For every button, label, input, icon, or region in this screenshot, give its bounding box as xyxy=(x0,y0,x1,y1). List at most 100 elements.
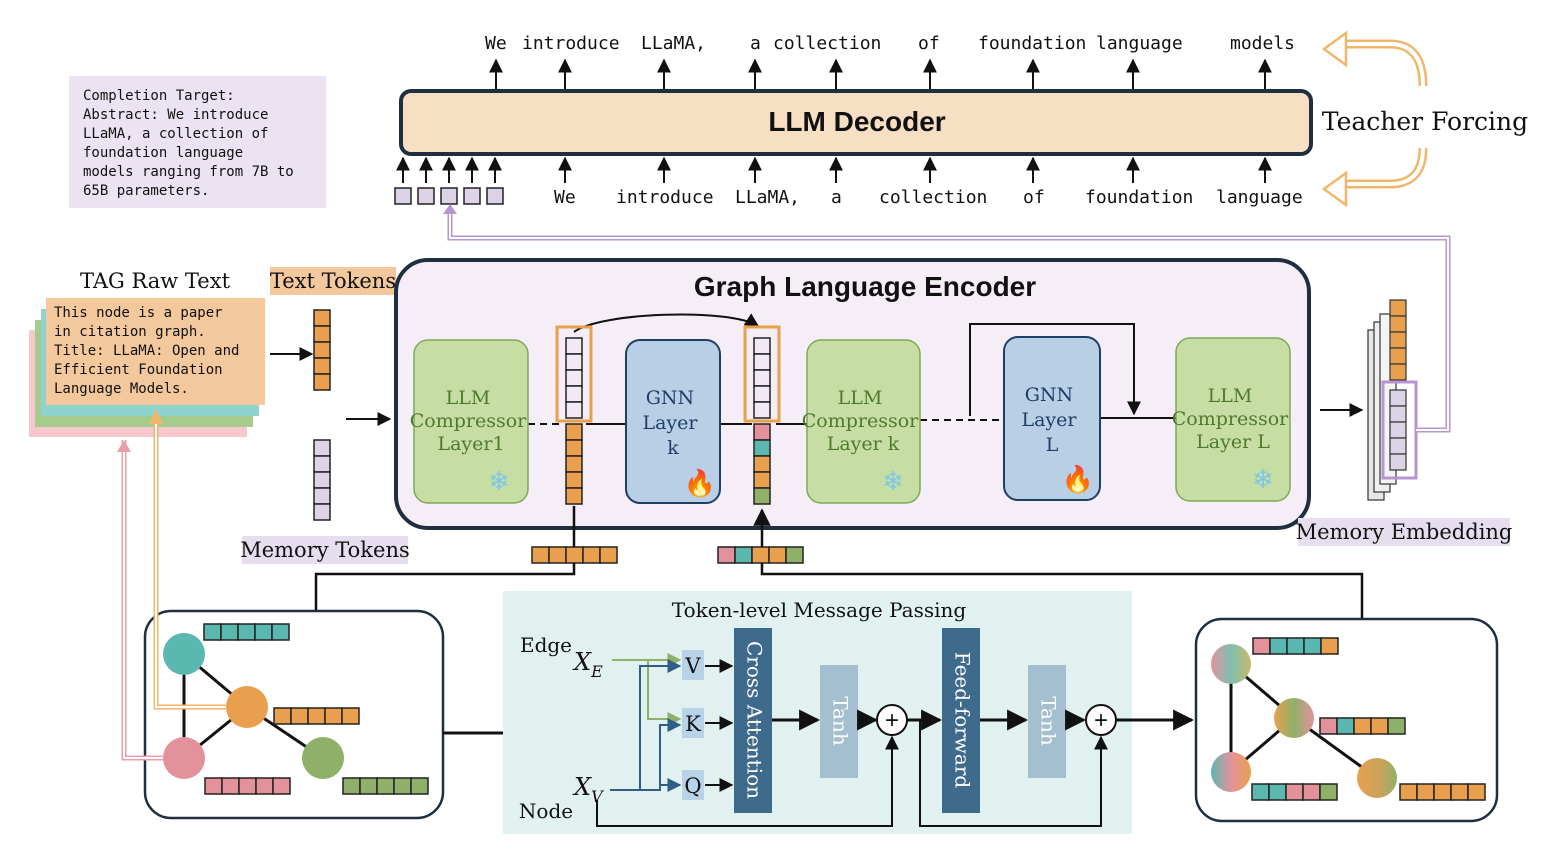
output-token: collection xyxy=(773,33,881,54)
output-token: We xyxy=(485,33,507,54)
memory-tokens-label-bg xyxy=(242,536,408,564)
output-token: introduce xyxy=(522,33,620,54)
plus-1: + xyxy=(885,707,899,734)
compressor-layer-1 xyxy=(413,339,529,504)
input-token: collection xyxy=(879,187,987,208)
xv-symbol: XV xyxy=(572,773,604,806)
cross-attention-block xyxy=(734,628,772,813)
completion-line: 65B parameters. xyxy=(83,183,209,199)
tag-line: Title: LLaMA: Open and xyxy=(54,343,239,359)
output-token: language xyxy=(1096,33,1183,54)
decoder-output-tokens: We introduce LLaMA, a collection of foun… xyxy=(485,33,1295,54)
feed-forward-block xyxy=(942,628,980,813)
output-token: of xyxy=(918,33,940,54)
decoder-input-tokens: We introduce LLaMA, a collection of foun… xyxy=(554,187,1303,208)
teacher-forcing: Teacher Forcing xyxy=(1322,30,1528,208)
encoder-input-bar-mixed xyxy=(717,546,804,564)
tag-document-stack: This node is a paper in citation graph. … xyxy=(29,298,265,437)
gnnk-tokens xyxy=(753,337,771,505)
memory-token-column xyxy=(313,439,331,521)
xe-symbol: XE xyxy=(572,648,603,681)
memory-embedding-label-bg xyxy=(1298,518,1510,546)
q-label: Q xyxy=(684,774,701,798)
node-label: Node xyxy=(519,799,573,823)
v-label: V xyxy=(684,654,701,678)
output-token: a xyxy=(750,33,761,54)
tanh-label-2: Tanh xyxy=(1037,696,1061,746)
decoder-memory-tokens xyxy=(394,187,504,205)
memory-embedding-label: Memory Embedding xyxy=(1296,520,1513,544)
graph-language-encoder: Graph Language Encoder LLM Compressor La… xyxy=(394,258,1311,530)
q-block xyxy=(682,770,704,800)
compressor-layer-l xyxy=(1175,337,1291,502)
compressor-layer-1-label: LLM Compressor Layer1 xyxy=(410,387,533,455)
input-token: We xyxy=(554,187,576,208)
tag-line: Efficient Foundation xyxy=(54,362,223,378)
memory-tokens-label: Memory Tokens xyxy=(240,538,410,562)
fire-icon: 🔥 xyxy=(1062,464,1094,494)
snowflake-icon: ❄ xyxy=(882,467,904,496)
message-passing-title: Token-level Message Passing xyxy=(672,598,967,622)
graph-node xyxy=(163,633,205,675)
layer1-highlight xyxy=(555,325,593,423)
k-label: K xyxy=(685,712,701,736)
edge-label: Edge xyxy=(520,633,572,657)
output-arrows xyxy=(489,58,1272,89)
llm-decoder: LLM Decoder xyxy=(399,89,1313,156)
decoder-title: LLM Decoder xyxy=(768,106,945,137)
graph-node xyxy=(302,737,344,779)
text-tokens-label: Text Tokens xyxy=(270,269,396,293)
output-graph xyxy=(1194,617,1499,823)
encoder-title: Graph Language Encoder xyxy=(694,271,1036,302)
input-token: introduce xyxy=(616,187,714,208)
gnnk-highlight xyxy=(743,325,781,423)
completion-line: LLaMA, a collection of xyxy=(83,126,268,142)
input-token: a xyxy=(831,187,842,208)
graph-node xyxy=(1274,698,1314,738)
compressor-layer-l-label: LLM Compressor Layer L xyxy=(1172,385,1295,453)
graph-node xyxy=(163,737,205,779)
gnn-layer-k xyxy=(625,339,721,504)
completion-line: Completion Target: xyxy=(83,88,235,104)
plus-2: + xyxy=(1094,707,1108,734)
k-block xyxy=(682,708,704,738)
tanh-label-1: Tanh xyxy=(829,696,853,746)
input-token: foundation xyxy=(1085,187,1193,208)
tag-line: Language Models. xyxy=(54,381,189,397)
completion-target-box: Completion Target: Abstract: We introduc… xyxy=(69,76,326,208)
tag-text: This node is a paper in citation graph. … xyxy=(54,305,248,397)
token-level-message-passing: Token-level Message Passing Edge Node XE… xyxy=(503,591,1132,834)
output-token: foundation xyxy=(978,33,1086,54)
compressor-layer-k-label: LLM Compressor Layer k xyxy=(802,387,925,455)
completion-line: models ranging from 7B to xyxy=(83,164,294,180)
graph-node xyxy=(226,686,268,728)
output-token: models xyxy=(1230,33,1295,54)
tag-line: This node is a paper xyxy=(54,305,223,321)
completion-target-bg xyxy=(69,76,326,208)
decoder-box xyxy=(399,89,1313,156)
cross-attention-label: Cross Attention xyxy=(743,641,767,799)
input-token: language xyxy=(1216,187,1303,208)
tanh-block-2 xyxy=(1028,665,1066,778)
completion-line: foundation language xyxy=(83,145,243,161)
input-token: of xyxy=(1023,187,1045,208)
graph-node xyxy=(1211,644,1251,684)
completion-target-text: Completion Target: Abstract: We introduc… xyxy=(83,88,302,199)
tanh-block-1 xyxy=(820,665,858,778)
tag-line: in citation graph. xyxy=(54,324,206,340)
graph-node xyxy=(1357,758,1397,798)
input-token: LLaMA, xyxy=(735,187,800,208)
text-tokens-label-bg xyxy=(270,267,396,295)
encoder-input-bar-orange xyxy=(531,546,618,564)
compressor-layer-k xyxy=(806,339,921,504)
output-token: LLaMA, xyxy=(641,33,706,54)
tag-title: TAG Raw Text xyxy=(80,269,231,293)
teacher-forcing-label: Teacher Forcing xyxy=(1322,107,1528,136)
gnn-layer-l-label: GNN Layer L xyxy=(1021,384,1082,456)
gnn-layer-k-label: GNN Layer k xyxy=(642,387,703,459)
snowflake-icon: ❄ xyxy=(488,467,510,496)
layer1-text-tokens xyxy=(565,337,583,505)
memory-embedding-stack xyxy=(1367,299,1407,501)
input-graph xyxy=(143,609,445,820)
